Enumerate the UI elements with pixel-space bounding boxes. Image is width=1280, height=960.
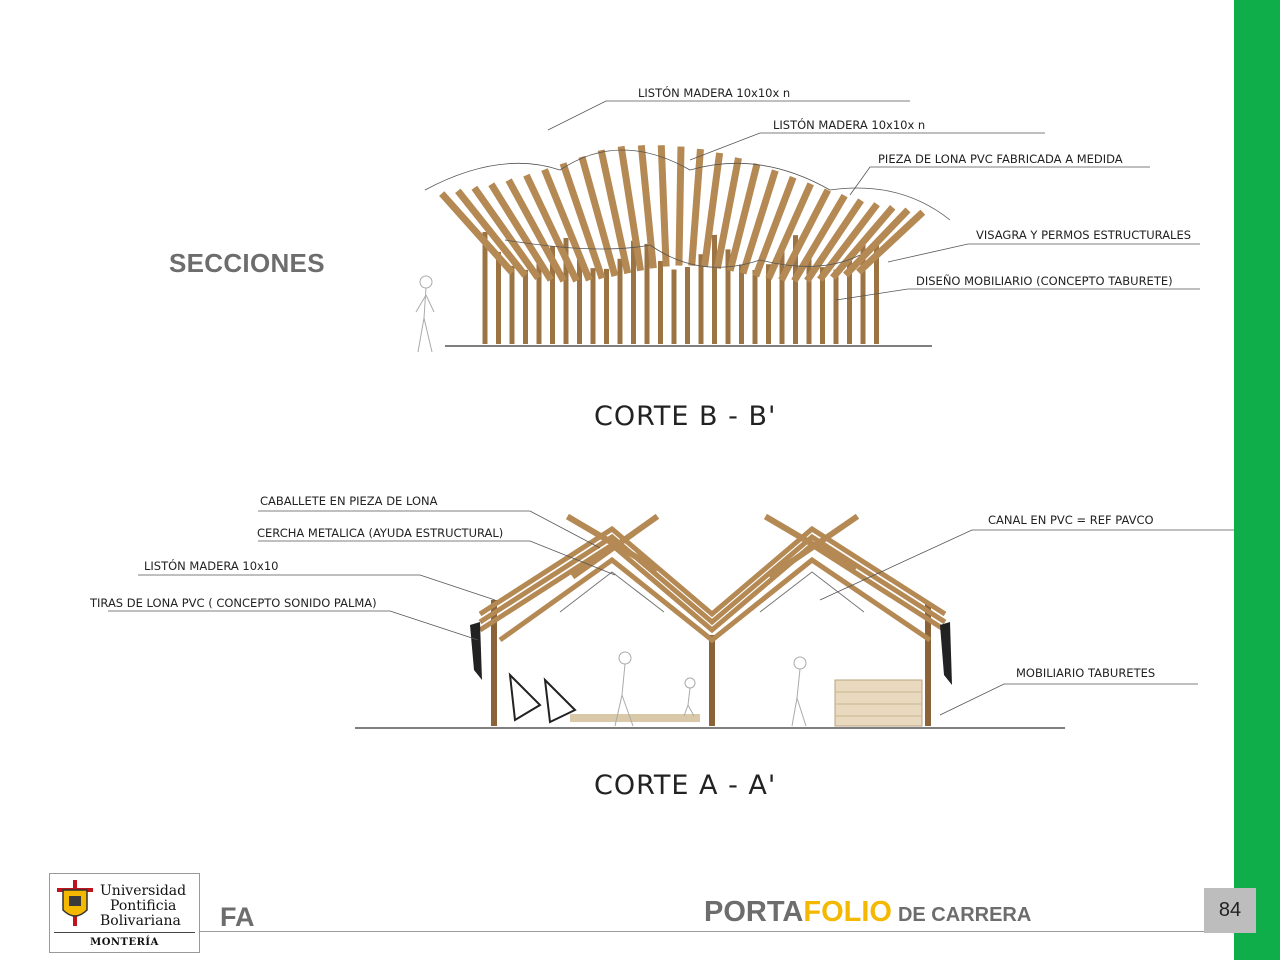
logo-line-2: Pontificia (110, 898, 177, 914)
inclined-slats (439, 144, 926, 283)
section-title: SECCIONES (169, 248, 325, 278)
human-figures (614, 651, 807, 727)
cut-title-a: CORTE A - A' (594, 770, 776, 801)
label-a-liston: LISTÓN MADERA 10x10 (144, 558, 278, 573)
logo-name: Universidad Pontificia Bolivariana (100, 884, 186, 929)
label-a-mobiliario: MOBILIARIO TABURETES (1016, 666, 1155, 680)
section-b-drawing (415, 144, 951, 353)
section-b-labels: LISTÓN MADERA 10x10x n LISTÓN MADERA 10x… (638, 85, 1191, 288)
vertical-posts (482, 232, 879, 344)
brand-part-2: FOLIO (803, 896, 892, 928)
logo-campus: MONTERÍA (90, 937, 159, 948)
label-b-liston-1: LISTÓN MADERA 10x10x n (638, 85, 790, 100)
university-logo: Universidad Pontificia Bolivariana MONTE… (49, 873, 200, 953)
crest-icon (57, 880, 93, 926)
logo-divider (54, 932, 195, 933)
green-side-bar (1234, 0, 1280, 960)
section-a-labels: CABALLETE EN PIEZA DE LONA CERCHA METALI… (89, 494, 1155, 680)
footer-divider (200, 931, 1208, 932)
section-a-drawing (355, 513, 1065, 729)
section-a-leaders (108, 510, 1234, 716)
label-a-tiras: TIRAS DE LONA PVC ( CONCEPTO SONIDO PALM… (89, 596, 377, 610)
cut-title-b: CORTE B - B' (594, 401, 776, 432)
label-b-mobiliario: DISEÑO MOBILIARIO (CONCEPTO TABURETE) (916, 273, 1173, 288)
label-b-liston-2: LISTÓN MADERA 10x10x n (773, 117, 925, 132)
stool-furniture (508, 672, 577, 724)
human-figure (415, 275, 435, 353)
section-b-leaders (547, 100, 1200, 301)
label-b-lona: PIEZA DE LONA PVC FABRICADA A MEDIDA (878, 152, 1123, 166)
brand-part-3: DE CARRERA (897, 904, 1032, 926)
label-a-cercha: CERCHA METALICA (AYUDA ESTRUCTURAL) (257, 526, 503, 540)
brand-part-1: PORTA (704, 896, 804, 928)
label-a-caballete: CABALLETE EN PIEZA DE LONA (260, 494, 438, 508)
label-a-canal: CANAL EN PVC = REF PAVCO (988, 513, 1154, 527)
faculty-code: FA (220, 902, 255, 932)
page-number: 84 (1204, 888, 1256, 933)
logo-line-3: Bolivariana (100, 913, 181, 929)
logo-line-1: Universidad (100, 883, 187, 899)
architectural-drawing: LISTÓN MADERA 10x10x n LISTÓN MADERA 10x… (89, 85, 1234, 801)
label-b-visagra: VISAGRA Y PERMOS ESTRUCTURALES (976, 228, 1191, 242)
